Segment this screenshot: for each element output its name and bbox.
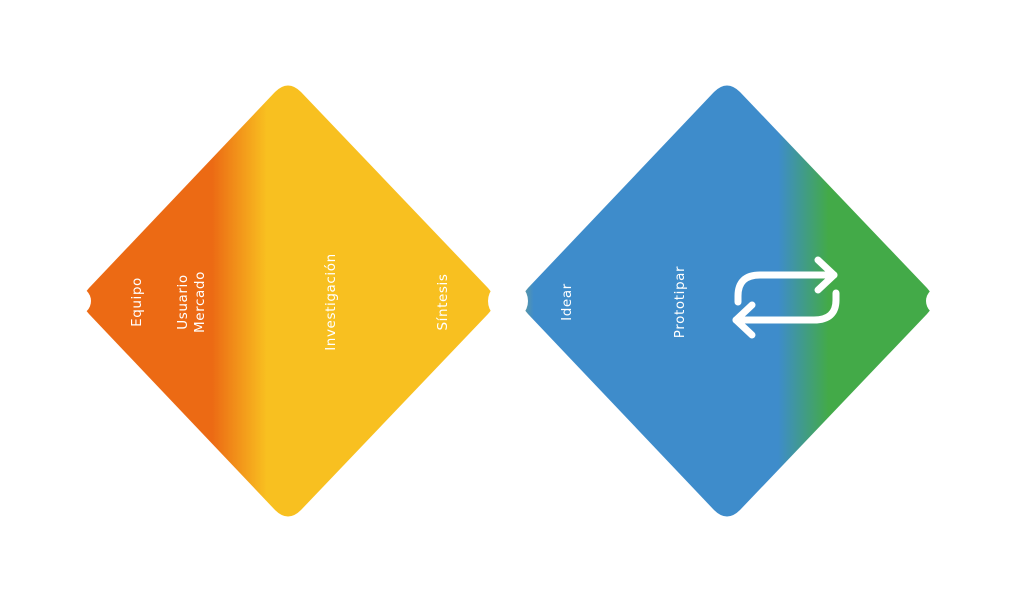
right-diamond	[522, 85, 933, 517]
label-mercado: Mercado	[191, 271, 208, 333]
label-sintesis: Síntesis	[434, 273, 451, 331]
label-prototipar: Prototipar	[671, 265, 688, 339]
label-usuario: Usuario	[174, 274, 191, 330]
label-idear: Idear	[558, 283, 575, 321]
label-investigacion: Investigación	[322, 253, 339, 351]
repeat-cycle-icon	[732, 256, 840, 339]
left-diamond	[83, 85, 494, 517]
label-equipo: Equipo	[128, 277, 145, 327]
